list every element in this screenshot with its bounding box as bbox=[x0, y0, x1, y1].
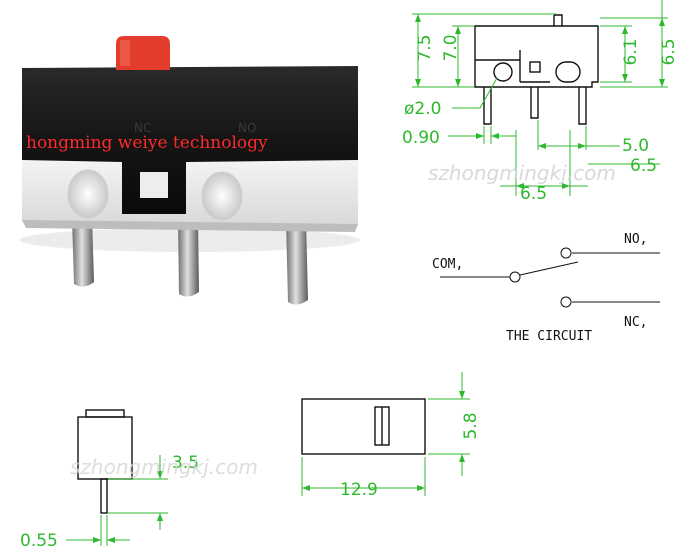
base-edge bbox=[22, 220, 358, 232]
pin-left bbox=[72, 218, 94, 287]
front-view-drawing: 5.8 12.9 bbox=[301, 372, 481, 500]
com-terminal bbox=[509, 271, 521, 283]
switch-photo: NC NO hongming weiye technology bbox=[20, 36, 360, 305]
body-mark-no: NO bbox=[238, 121, 256, 135]
brand-text: hongming weiye technology bbox=[26, 133, 268, 153]
pin-right bbox=[286, 220, 308, 305]
top-view-pin-2 bbox=[530, 87, 539, 119]
dim-pin-thickness: 0.55 bbox=[20, 531, 58, 551]
top-view-drawing: 7.5 7.0 6.1 6.5 ø2.0 0.90 5.0 6.5 6.5 bbox=[402, 0, 679, 204]
switch-lever bbox=[519, 261, 579, 276]
nc-label: NC, bbox=[624, 315, 647, 330]
switch-body bbox=[22, 66, 358, 214]
dim-total-height: 7.5 bbox=[415, 34, 435, 61]
side-view-pin bbox=[100, 478, 108, 514]
switch-base bbox=[22, 158, 358, 226]
top-view-hole-right bbox=[555, 61, 581, 83]
com-label: COM, bbox=[432, 257, 463, 272]
pin-middle bbox=[178, 220, 199, 297]
dim-pin-length: 3.5 bbox=[172, 453, 199, 473]
top-view-actuator bbox=[553, 14, 563, 26]
nc-terminal bbox=[560, 296, 572, 308]
dim-pin-pitch-right: 5.0 bbox=[622, 136, 649, 156]
side-view-drawing: 3.5 0.55 bbox=[20, 409, 199, 551]
dim-body-height: 7.0 bbox=[441, 34, 461, 61]
dim-pin-pitch-outer: 6.5 bbox=[630, 156, 657, 176]
no-label: NO, bbox=[624, 232, 647, 247]
dim-right-outer-height: 6.5 bbox=[659, 38, 679, 65]
top-view-body bbox=[474, 25, 599, 88]
top-view-hole-left bbox=[493, 62, 513, 82]
mount-hole-left bbox=[67, 169, 109, 219]
dim-front-width: 12.9 bbox=[340, 480, 378, 500]
circuit-caption: THE CIRCUIT bbox=[506, 329, 592, 344]
side-view-actuator bbox=[85, 409, 125, 418]
circuit-diagram: COM, NO, NC, THE CIRCUIT bbox=[432, 232, 660, 344]
dim-pin-width: 0.90 bbox=[402, 128, 440, 148]
body-mark-nc: NC bbox=[134, 121, 151, 135]
watermark-bottom: szhongmingkj.com bbox=[70, 455, 258, 479]
watermark-top: szhongmingkj.com bbox=[428, 161, 616, 185]
top-view-pin-3 bbox=[578, 87, 587, 125]
front-view-body bbox=[301, 398, 426, 455]
no-terminal bbox=[560, 247, 572, 259]
dim-hole-diameter: ø2.0 bbox=[404, 99, 441, 119]
center-window bbox=[140, 172, 168, 198]
dim-pin-pitch-bottom: 6.5 bbox=[520, 184, 547, 204]
mount-hole-right bbox=[201, 171, 243, 221]
dim-right-inner-height: 6.1 bbox=[621, 38, 641, 65]
top-view-pin-1 bbox=[483, 87, 492, 125]
dim-front-height: 5.8 bbox=[461, 412, 481, 439]
